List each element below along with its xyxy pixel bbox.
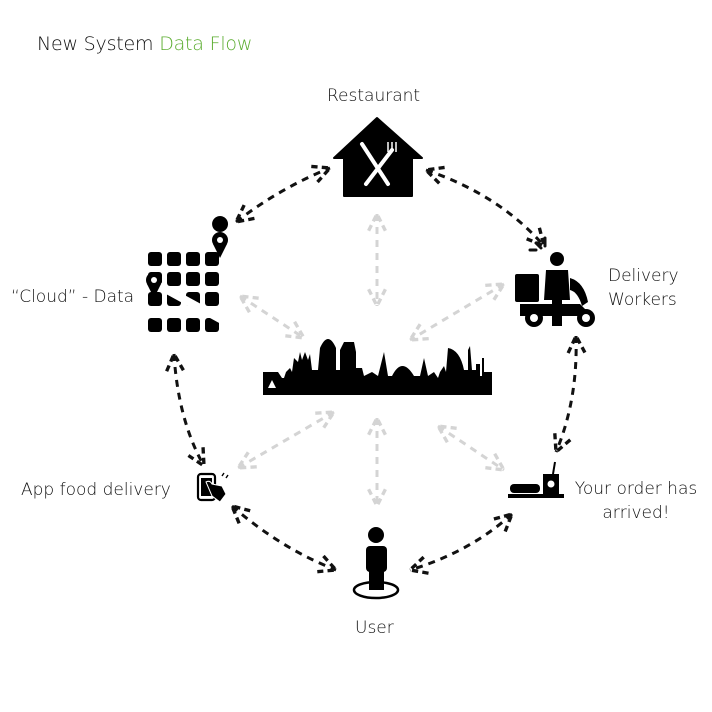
order-arrived-label: Your order has arrived!: [572, 477, 700, 525]
cloud-label: “Cloud” - Data: [11, 287, 135, 307]
delivery-workers-label-line1: Delivery: [608, 266, 679, 286]
arrow-order-user: [410, 514, 512, 570]
delivery-scooter-icon: [515, 236, 595, 327]
title-accent: Data Flow: [159, 33, 253, 55]
arrow-delivery-order: [556, 336, 576, 452]
arrow-order-city: [438, 426, 504, 470]
arrow-cloud-restaurant: [236, 168, 330, 222]
food-tray-icon: [508, 461, 564, 498]
phone-tap-icon: [196, 472, 229, 503]
arrow-app-user: [232, 506, 336, 570]
inner-arrows: [238, 214, 504, 506]
arrow-app-city: [238, 412, 334, 468]
outer-arrows: [174, 168, 576, 570]
app-label: App food delivery: [21, 480, 171, 500]
arrow-delivery-city: [410, 284, 504, 340]
arrow-restaurant-delivery: [426, 170, 544, 246]
delivery-workers-label: Delivery Workers: [608, 264, 679, 312]
user-label: User: [355, 618, 394, 638]
order-arrived-label-line2: arrived!: [602, 503, 670, 523]
restaurant-label: Restaurant: [327, 86, 421, 106]
map-grid-icon: [146, 216, 229, 332]
order-arrived-label-line1: Your order has: [574, 479, 698, 499]
delivery-workers-label-line2: Workers: [608, 290, 677, 310]
user-location-icon: [352, 527, 400, 600]
restaurant-house-icon: [333, 117, 423, 197]
diagram-title: New System Data Flow: [37, 33, 252, 55]
arrow-cloud-city: [240, 296, 304, 338]
title-prefix: New System: [37, 33, 154, 55]
arrow-cloud-app: [174, 354, 204, 466]
city-skyline-icon: [263, 339, 492, 395]
